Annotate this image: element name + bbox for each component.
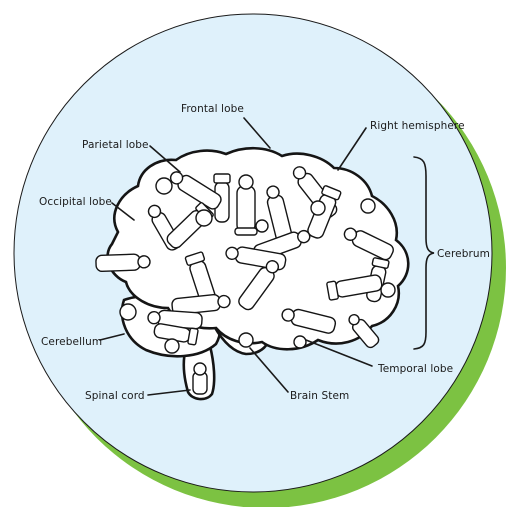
leader-right-hemisphere <box>337 127 367 171</box>
leader-temporal-lobe <box>305 339 373 367</box>
label-frontal-lobe: Frontal lobe <box>181 103 244 115</box>
label-temporal-lobe: Temporal lobe <box>377 363 453 375</box>
leader-frontal-lobe <box>243 117 271 149</box>
brain-illustration <box>95 146 410 401</box>
cerebrum-bracket <box>413 156 435 350</box>
leader-occipital-lobe <box>111 202 135 221</box>
leader-lines <box>99 117 435 396</box>
leader-parietal-lobe <box>149 145 181 173</box>
label-cerebellum: Cerebellum <box>41 336 102 348</box>
leader-brain-stem <box>249 347 289 393</box>
leader-cerebellum <box>99 333 125 341</box>
leader-spinal-cord <box>147 389 191 396</box>
label-spinal-cord: Spinal cord <box>85 390 145 402</box>
label-brain-stem: Brain Stem <box>290 390 349 402</box>
labels: Frontal lobe Right hemisphere Parietal l… <box>39 103 490 402</box>
chess-pieces <box>95 166 396 395</box>
label-cerebrum: Cerebrum <box>437 248 490 260</box>
label-parietal-lobe: Parietal lobe <box>82 139 149 151</box>
label-right-hemisphere: Right hemisphere <box>370 120 465 132</box>
label-occipital-lobe: Occipital lobe <box>39 196 112 208</box>
